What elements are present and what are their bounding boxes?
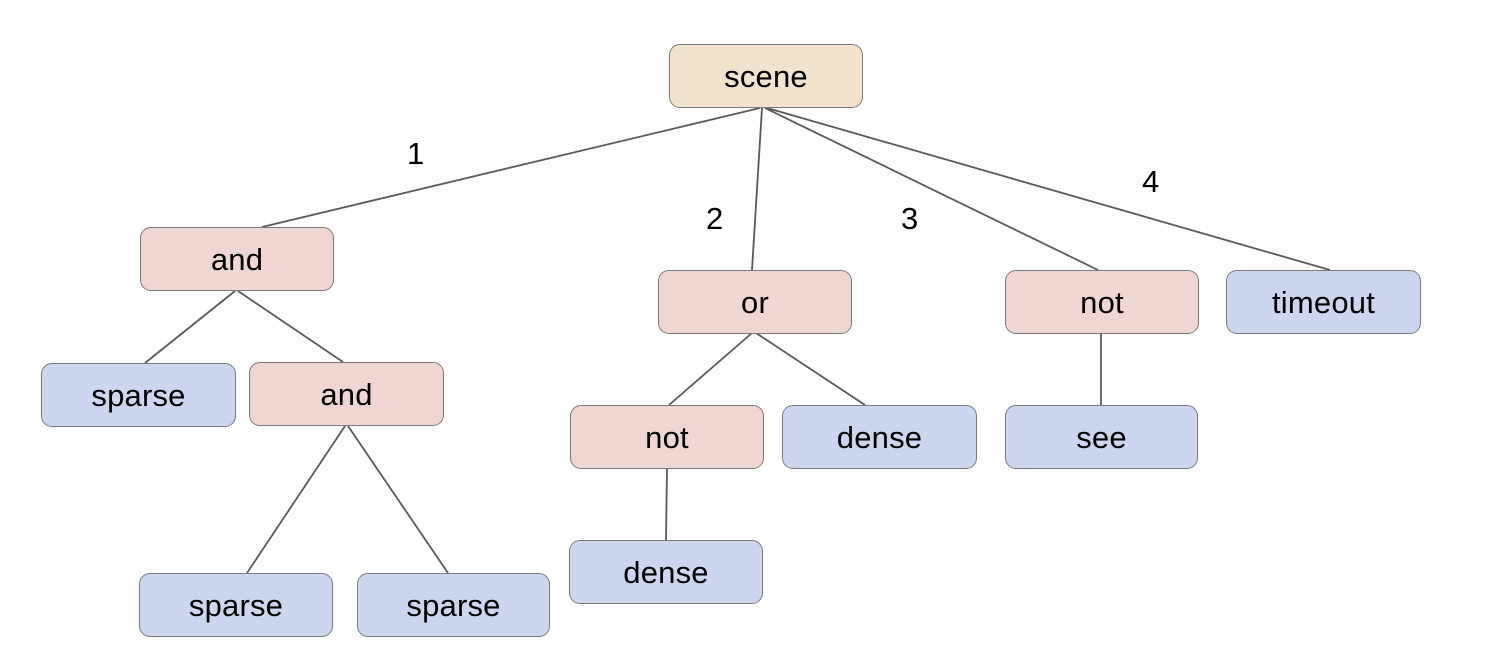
tree-node-label: sparse bbox=[91, 377, 186, 413]
tree-node-label: not bbox=[645, 419, 689, 455]
tree-node-dense1[interactable]: dense bbox=[782, 405, 977, 469]
tree-edge bbox=[347, 425, 449, 574]
edge-label-2: 2 bbox=[706, 201, 724, 236]
edge-label-4: 4 bbox=[1142, 164, 1160, 199]
tree-node-label: and bbox=[210, 241, 264, 277]
tree-node-timeout[interactable]: timeout bbox=[1226, 270, 1421, 334]
edge-label-3: 3 bbox=[901, 201, 919, 236]
tree-node-label: or bbox=[741, 284, 769, 320]
tree-edge bbox=[246, 425, 346, 574]
tree-node-label: dense bbox=[836, 419, 923, 455]
tree-edge bbox=[764, 107, 1099, 271]
tree-node-label: dense bbox=[623, 554, 709, 590]
tree-edge bbox=[665, 468, 668, 541]
tree-node-label: see bbox=[1076, 419, 1127, 455]
tree-node-label: scene bbox=[724, 58, 808, 94]
tree-edge bbox=[668, 332, 753, 406]
tree-node-not1[interactable]: not bbox=[1005, 270, 1199, 334]
tree-node-label: not bbox=[1080, 284, 1124, 320]
tree-edge bbox=[261, 107, 761, 228]
tree-node-sparse3[interactable]: sparse bbox=[357, 573, 550, 637]
tree-node-label: and bbox=[320, 376, 373, 412]
tree-node-and2[interactable]: and bbox=[249, 362, 444, 426]
tree-node-and1[interactable]: and bbox=[140, 227, 334, 291]
tree-node-sparse2[interactable]: sparse bbox=[139, 573, 333, 637]
tree-node-dense2[interactable]: dense bbox=[569, 540, 763, 604]
tree-node-not2[interactable]: not bbox=[570, 405, 764, 469]
tree-edge bbox=[751, 107, 763, 271]
tree-edge bbox=[237, 290, 344, 363]
tree-edge bbox=[755, 332, 866, 406]
tree-node-sparse1[interactable]: sparse bbox=[41, 363, 236, 427]
tree-node-see[interactable]: see bbox=[1005, 405, 1198, 469]
tree-node-label: sparse bbox=[406, 587, 501, 623]
tree-edge bbox=[144, 290, 236, 364]
tree-edge bbox=[766, 107, 1331, 271]
edge-label-1: 1 bbox=[407, 136, 425, 171]
tree-node-label: sparse bbox=[188, 587, 284, 623]
tree-node-label: timeout bbox=[1271, 284, 1376, 320]
tree-node-scene[interactable]: scene bbox=[669, 44, 863, 108]
tree-node-or1[interactable]: or bbox=[658, 270, 852, 334]
